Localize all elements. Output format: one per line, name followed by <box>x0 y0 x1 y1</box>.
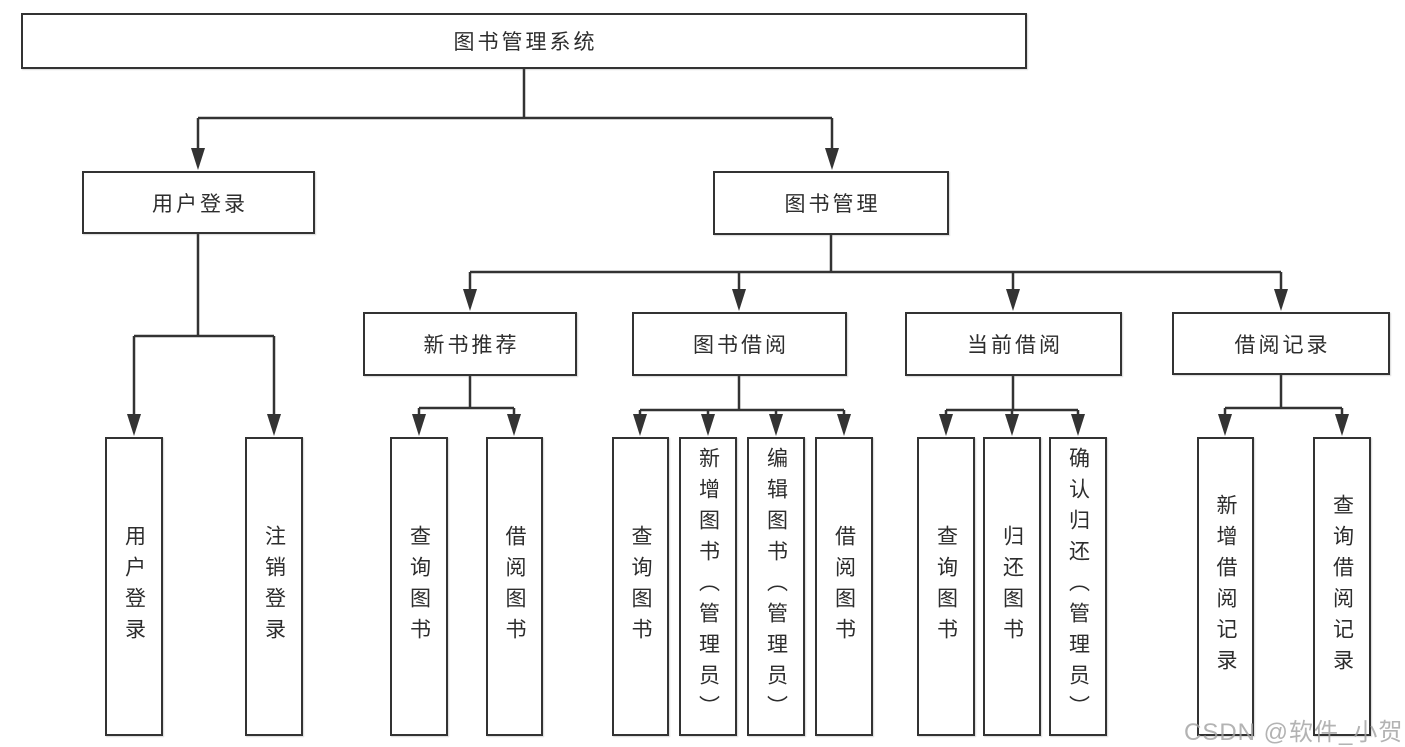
leaf-edit-book-admin: 编辑图书（管理员） <box>747 437 805 736</box>
arrowhead-icon <box>267 414 281 436</box>
arrowhead-icon <box>507 414 521 436</box>
connector-current-borrow-branch <box>944 376 1080 417</box>
node-current-borrow: 当前借阅 <box>905 312 1122 376</box>
arrowhead-icon <box>633 414 647 436</box>
arrowhead-icon <box>732 289 746 311</box>
leaf-user-login: 用户登录 <box>105 437 163 736</box>
arrowhead-icon <box>1218 414 1232 436</box>
node-new-book-recommend: 新书推荐 <box>363 312 577 376</box>
connector-new-book-branch <box>417 376 516 417</box>
node-book-borrow: 图书借阅 <box>632 312 847 376</box>
arrowhead-icon <box>1274 289 1288 311</box>
leaf-query-books-borrow: 查询图书 <box>612 437 669 736</box>
arrowhead-icon <box>701 414 715 436</box>
leaf-borrow-books-recommend: 借阅图书 <box>486 437 543 736</box>
node-borrow-records: 借阅记录 <box>1172 312 1390 375</box>
arrowhead-icon <box>1071 414 1085 436</box>
arrowhead-icon <box>769 414 783 436</box>
leaf-query-books-recommend: 查询图书 <box>390 437 448 736</box>
leaf-return-book: 归还图书 <box>983 437 1041 736</box>
connector-book-borrow-branch <box>638 376 846 417</box>
arrowhead-icon <box>463 289 477 311</box>
node-book-management: 图书管理 <box>713 171 949 235</box>
arrowhead-icon <box>825 148 839 170</box>
arrowhead-icon <box>939 414 953 436</box>
arrowhead-icon <box>837 414 851 436</box>
node-library-management-system: 图书管理系统 <box>21 13 1027 69</box>
arrowhead-icon <box>1335 414 1349 436</box>
connector-user-login-branch <box>132 233 276 417</box>
leaf-add-borrow-record: 新增借阅记录 <box>1197 437 1254 736</box>
arrowhead-icon <box>412 414 426 436</box>
leaf-confirm-return-admin: 确认归还（管理员） <box>1049 437 1107 736</box>
connector-root-to-level2 <box>196 69 834 151</box>
leaf-borrow-books: 借阅图书 <box>815 437 873 736</box>
connector-borrow-record-branch <box>1223 375 1344 417</box>
arrowhead-icon <box>1005 414 1019 436</box>
node-user-login: 用户登录 <box>82 171 315 234</box>
arrowhead-icon <box>1006 289 1020 311</box>
leaf-add-book-admin: 新增图书（管理员） <box>679 437 737 736</box>
arrowheads-group <box>127 148 1349 436</box>
leaf-query-borrow-record: 查询借阅记录 <box>1313 437 1371 736</box>
arrowhead-icon <box>127 414 141 436</box>
leaf-query-books-current: 查询图书 <box>917 437 975 736</box>
leaf-logout: 注销登录 <box>245 437 303 736</box>
connector-book-management-branch <box>468 235 1283 293</box>
connector-group <box>132 69 1344 417</box>
arrowhead-icon <box>191 148 205 170</box>
